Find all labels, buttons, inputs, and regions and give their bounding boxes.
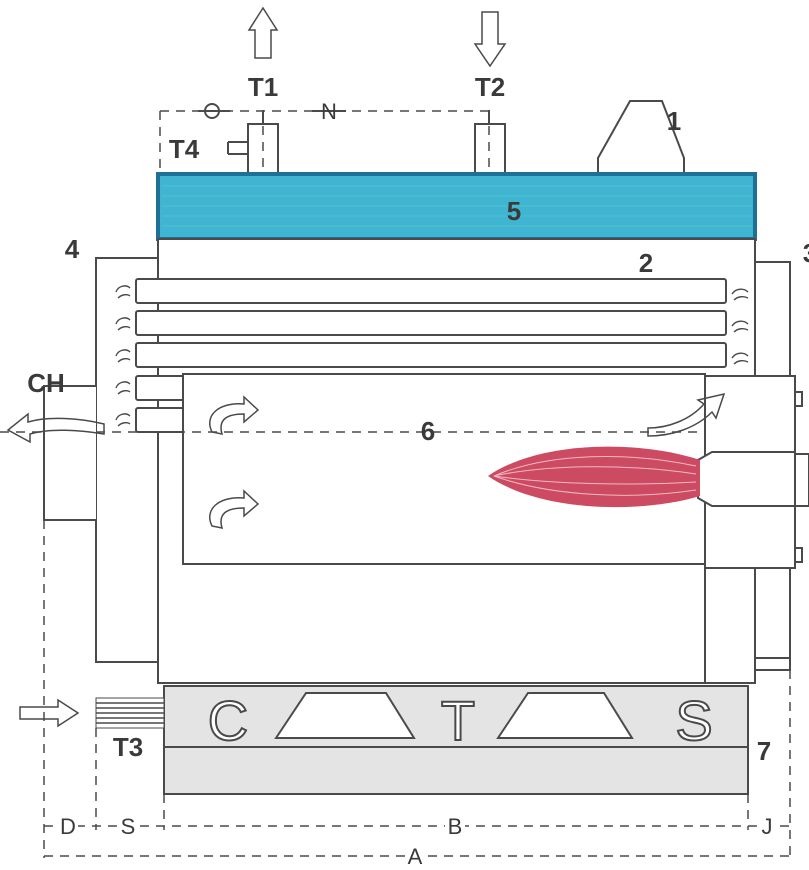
label-1: 1 <box>667 106 681 136</box>
label-4: 4 <box>65 234 80 264</box>
base-letter-t: T <box>441 689 475 752</box>
base-letter-c: C <box>208 689 248 752</box>
label-t4: T4 <box>169 134 200 164</box>
inlet-arrow-down <box>473 11 507 68</box>
burner-flame <box>488 446 700 508</box>
burner <box>697 375 809 569</box>
tank-texture <box>162 185 752 227</box>
label-2: 2 <box>639 248 653 278</box>
inlet-arrow-right <box>19 698 80 728</box>
base-letter-s: S <box>675 689 712 752</box>
dim-label-s: S <box>121 814 136 839</box>
fire-tubes <box>135 278 727 433</box>
label-3: 3 <box>803 238 809 268</box>
rear-chamber-strip <box>754 657 791 671</box>
label-5: 5 <box>507 196 521 226</box>
label-7: 7 <box>757 736 771 766</box>
label-ch: CH <box>27 368 65 398</box>
pipe-t1 <box>247 110 279 175</box>
base-trapezoids <box>274 692 634 739</box>
pipe-t2 <box>474 110 506 175</box>
chimney-outlet <box>6 385 105 521</box>
label-6: 6 <box>421 416 435 446</box>
valve-o-symbol <box>198 103 230 119</box>
label-t2: T2 <box>475 72 505 102</box>
flow-arrows <box>209 392 726 529</box>
base-frame <box>163 685 749 795</box>
dim-label-d: D <box>60 814 76 839</box>
outlet-arrow-up <box>247 6 279 59</box>
dim-label-a: A <box>408 844 423 869</box>
dim-label-j: J <box>762 814 773 839</box>
dim-label-b: B <box>448 814 463 839</box>
label-t1: T1 <box>248 72 278 102</box>
dimension-labels <box>58 814 776 868</box>
tube-swirl-icons <box>115 285 749 427</box>
label-t3: T3 <box>113 732 143 762</box>
pipe-t3 <box>95 697 165 729</box>
label-n: N <box>321 99 337 124</box>
pipe-t4 <box>227 141 248 155</box>
